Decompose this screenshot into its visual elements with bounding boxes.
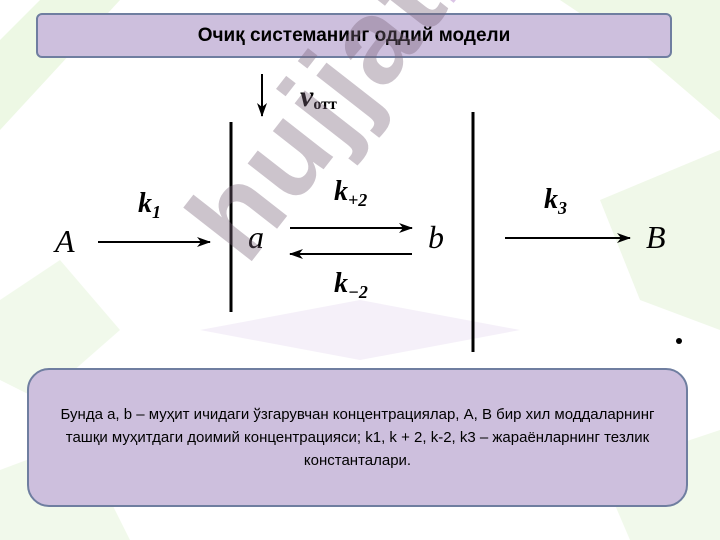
k1-symbol: k (138, 188, 152, 219)
k-plus-2-subscript: +2 (348, 190, 367, 210)
velocity-subscript: отт (313, 96, 337, 113)
label-k-minus-2: k−2 (334, 268, 368, 302)
label-k3: k3 (544, 184, 567, 218)
flow-velocity-label: vотт (300, 80, 337, 113)
species-b: b (428, 219, 444, 255)
species-A: A (53, 223, 75, 259)
description-box: Бунда a, b – муҳит ичидаги ўзгарувчан ко… (27, 368, 688, 507)
species-B: B (646, 219, 666, 255)
k1-subscript: 1 (152, 202, 161, 222)
bullet-dot (676, 338, 682, 344)
k3-subscript: 3 (557, 198, 567, 218)
k-minus-2-subscript: −2 (348, 282, 368, 302)
species-a: a (248, 219, 264, 255)
k-plus-2-symbol: k (334, 176, 348, 207)
reaction-diagram: vотт A a b B k1 k+2 k−2 k3 (53, 74, 666, 352)
k3-symbol: k (544, 184, 558, 215)
slide-title: Очиқ системанинг оддий модели (197, 24, 511, 46)
k-minus-2-symbol: k (334, 268, 348, 299)
label-k1: k1 (138, 188, 161, 222)
velocity-symbol: v (300, 80, 314, 113)
description-text: Бунда a, b – муҳит ичидаги ўзгарувчан ко… (60, 406, 655, 469)
label-k-plus-2: k+2 (334, 176, 367, 210)
title-banner: Очиқ системанинг оддий модели (36, 13, 672, 58)
